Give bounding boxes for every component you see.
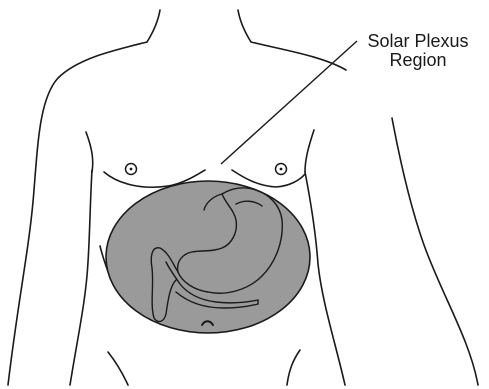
region-label-line-1: Solar Plexus — [356, 32, 480, 51]
solar-plexus-region — [106, 181, 310, 333]
leader-line — [221, 41, 357, 164]
neck-outline — [147, 10, 251, 42]
region-label-line-2: Region — [356, 51, 480, 70]
nipples — [126, 164, 287, 175]
